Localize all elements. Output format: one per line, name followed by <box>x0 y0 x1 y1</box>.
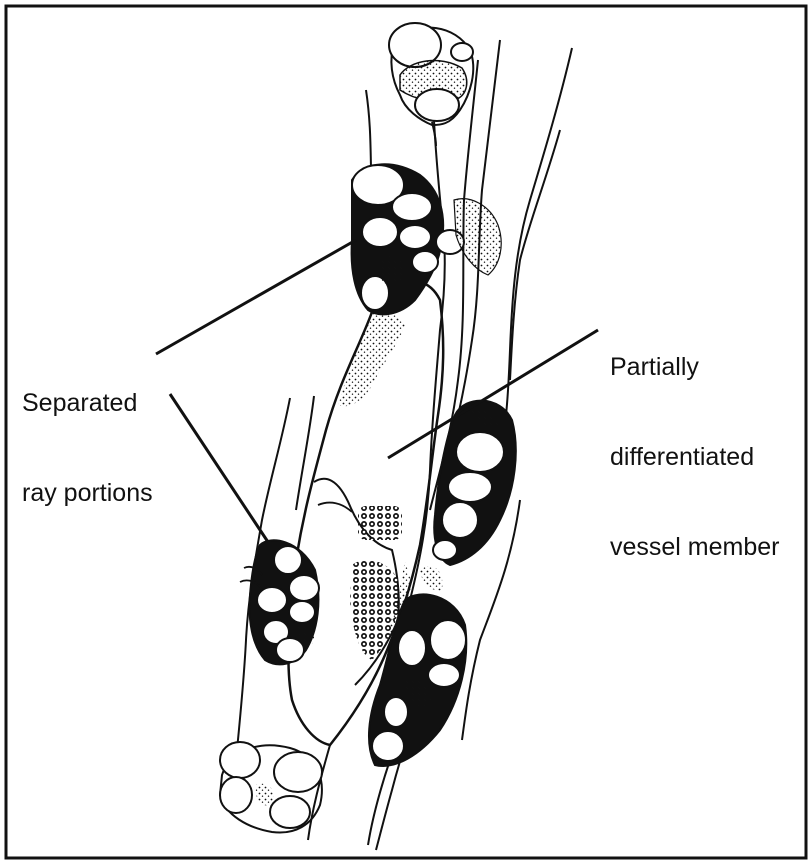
label-partially-differentiated-vessel-member: Partially differentiated vessel member <box>610 292 780 622</box>
label-line: vessel member <box>610 532 780 562</box>
fiber-strand-5 <box>498 48 572 460</box>
label-line: Separated <box>22 388 153 418</box>
fiber-strand-9 <box>296 396 314 510</box>
ray-cluster-left <box>240 540 319 664</box>
fiber-strand-11 <box>368 760 390 845</box>
label-line: differentiated <box>610 442 780 472</box>
ray-cluster-bottom <box>220 742 322 833</box>
ray-cluster-top <box>389 23 473 146</box>
plate-edge <box>318 503 352 512</box>
leader-line-upper-ray <box>156 240 356 354</box>
label-line: Partially <box>610 352 780 382</box>
leader-line-left-ray <box>170 394 268 542</box>
pit-cluster-upper <box>358 506 402 540</box>
ray-cluster-upper <box>352 164 502 314</box>
label-line: ray portions <box>22 478 153 508</box>
ray-cluster-right <box>433 401 516 565</box>
vessel-stipple <box>338 309 405 406</box>
label-separated-ray-portions: Separated ray portions <box>22 328 153 568</box>
